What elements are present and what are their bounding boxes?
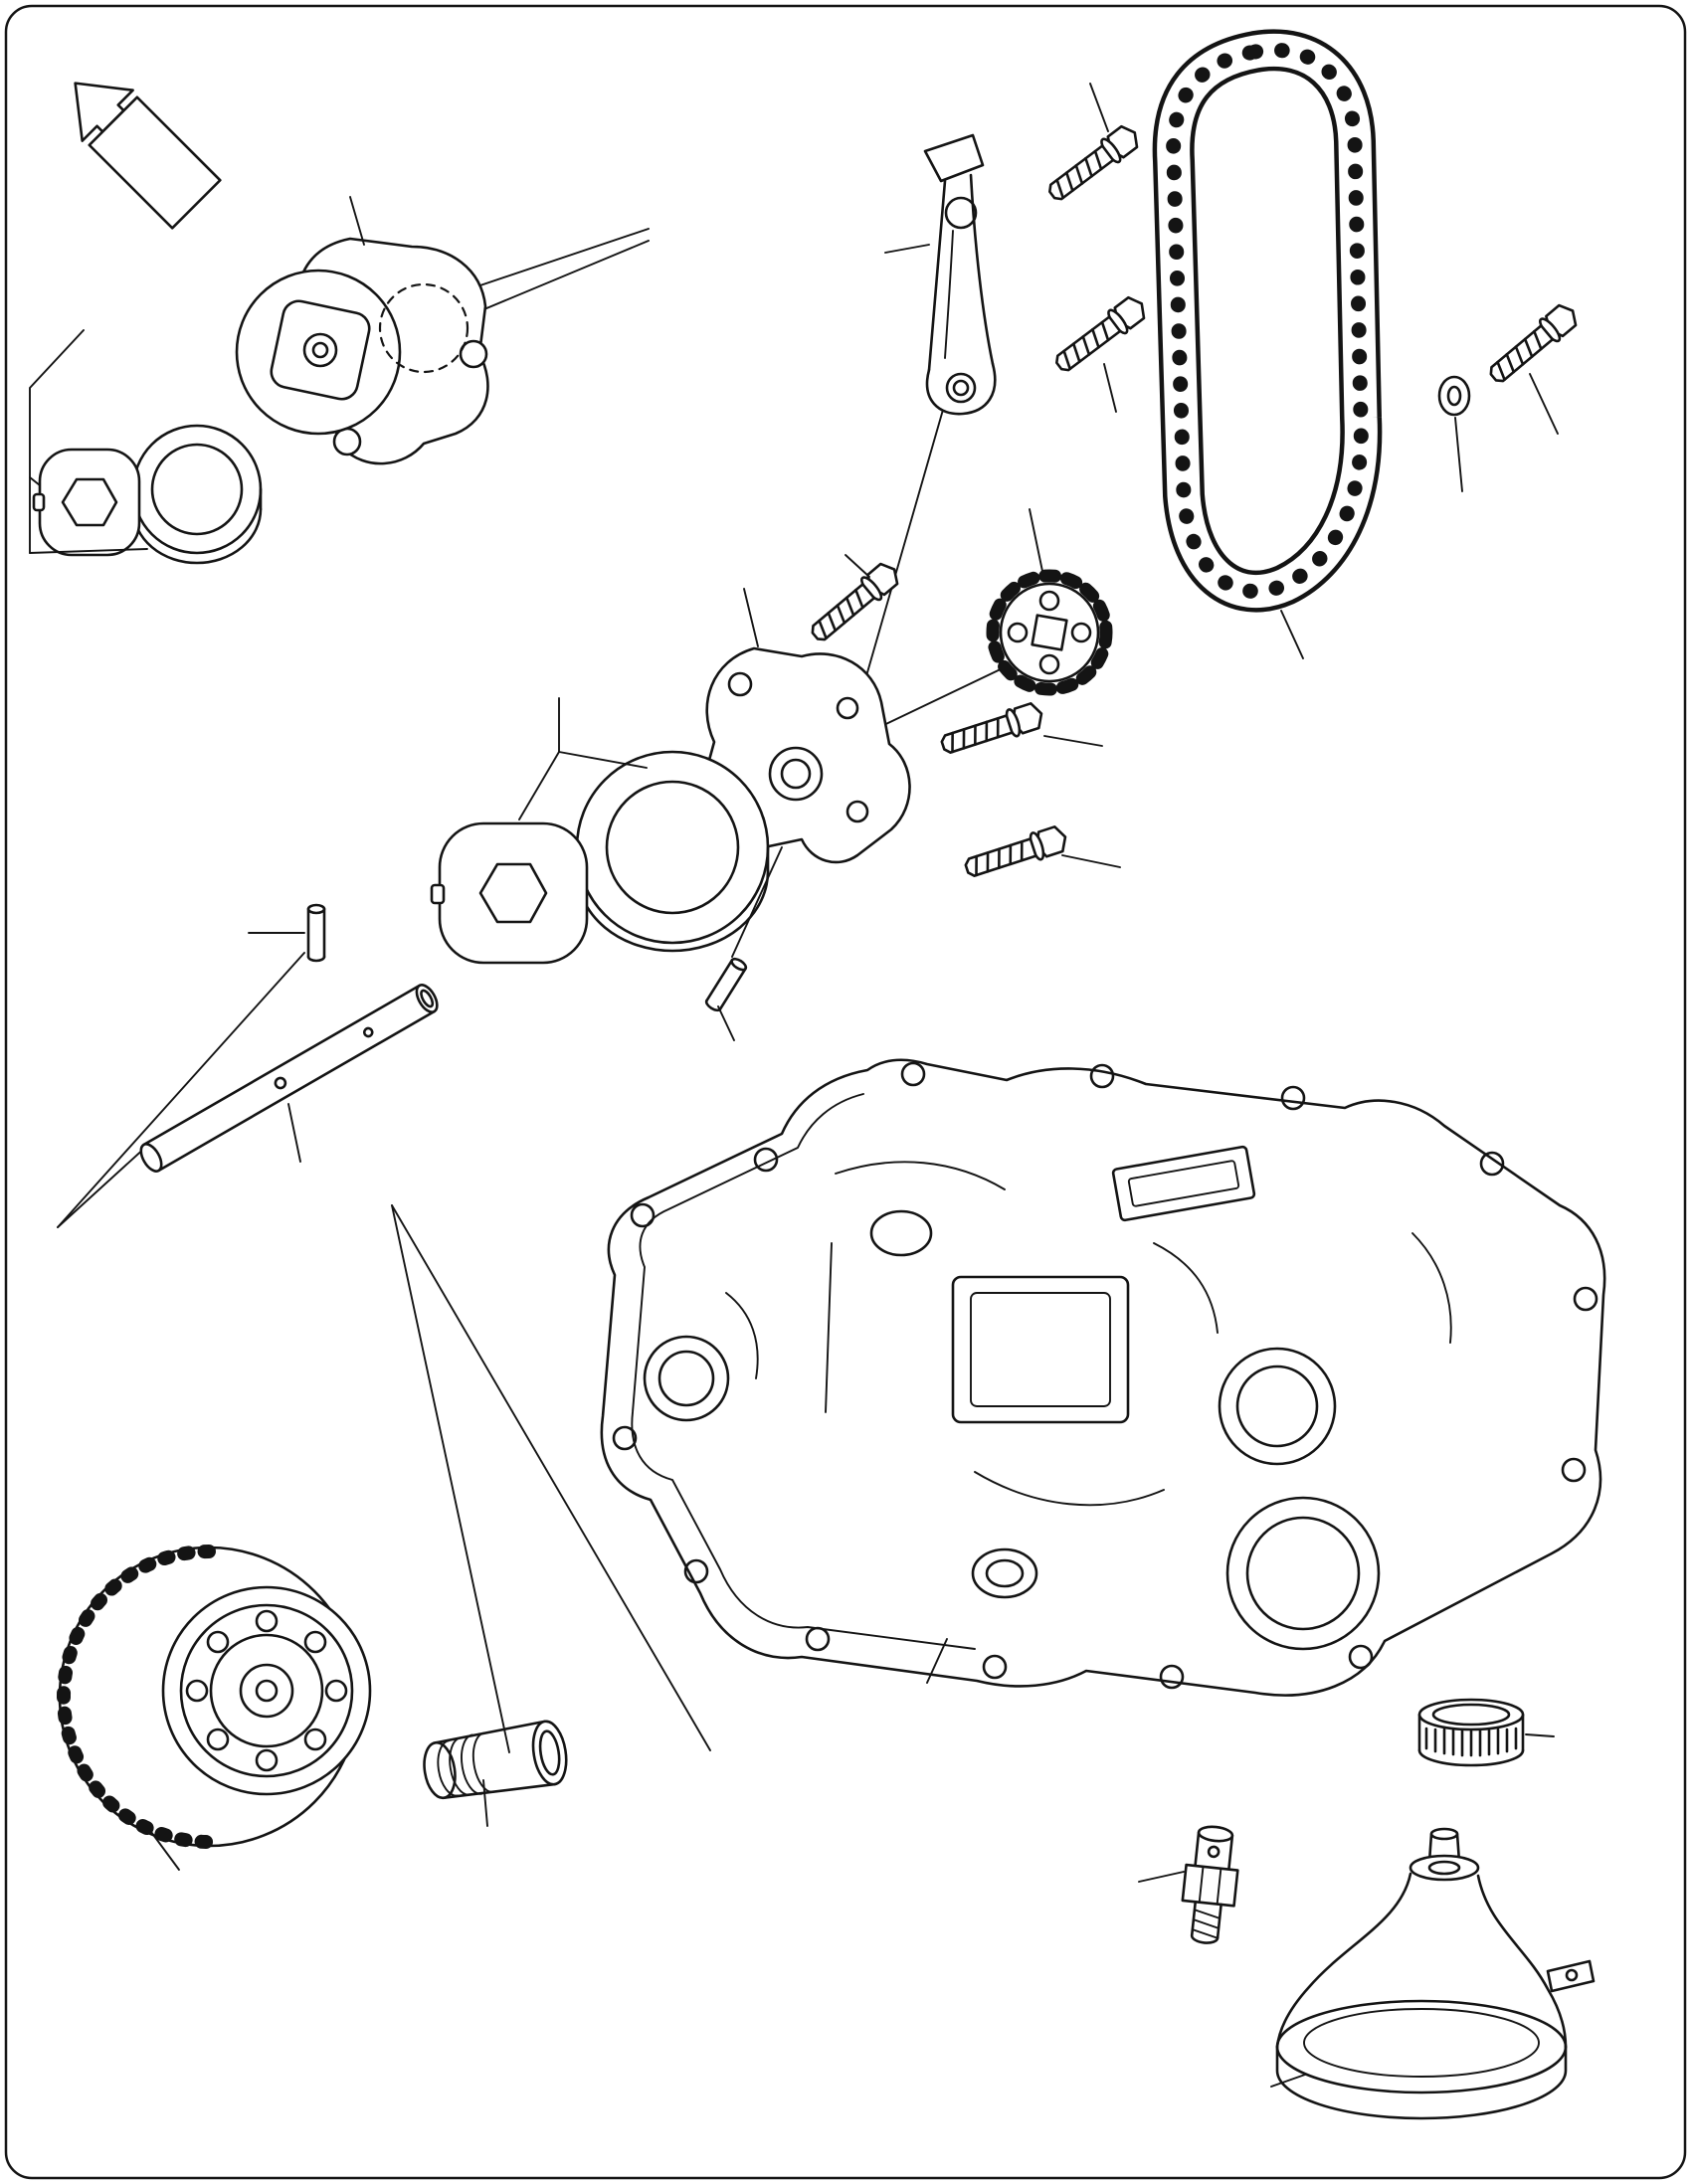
pointer-wedge-shaft [57, 952, 305, 1228]
leader-16130 [1138, 1871, 1185, 1883]
leader-16142 [743, 588, 759, 647]
oil-filter-16097-drawing [57, 1545, 372, 1849]
bolt-92154-drawing [1048, 290, 1152, 379]
leader-92154a-2 [1043, 735, 1103, 747]
leader-92057 [1280, 610, 1304, 659]
drawing-root [29, 29, 1606, 2120]
pin-92042-2-drawing [704, 957, 748, 1012]
bolt-92154c-drawing [1041, 119, 1145, 208]
pin-92042-1-drawing [306, 903, 326, 963]
rotor-set-16154-drawing [32, 424, 263, 565]
bracket-16154a [518, 697, 648, 820]
assembly-line-guide-to-body [858, 409, 944, 701]
bolt-92154a-1-drawing [805, 557, 905, 648]
assembly-line-body-to-pin [731, 846, 783, 958]
leader-16097 [150, 1831, 180, 1871]
bolt-92154a-2-drawing [937, 698, 1047, 761]
leader-13107 [287, 1103, 301, 1163]
chain-guide-12053-drawing [923, 133, 997, 416]
leader-16160 [349, 196, 365, 246]
leader-32155 [482, 1779, 488, 1827]
leader-ref-crankcase [926, 1638, 948, 1684]
pointer-wedge-crankcase [391, 1204, 711, 1753]
bolt-92154a-3-drawing [961, 821, 1071, 884]
relief-valve-16130-drawing [1181, 1825, 1239, 1944]
bolt-92154b-drawing [1483, 298, 1584, 390]
leader-92154c [1089, 83, 1109, 132]
leader-92042-2 [717, 1005, 735, 1041]
oil-strainer-49065-drawing [1275, 1827, 1596, 2120]
bracket-16154 [29, 329, 148, 554]
leader-92154a-1 [845, 554, 870, 578]
leader-92055 [1525, 1733, 1555, 1737]
leader-92154 [1103, 363, 1117, 413]
timing-chain-92057-drawing [1152, 29, 1383, 613]
rotor-set-16154a-drawing [430, 750, 770, 965]
pointer-wedge-pump [465, 228, 650, 317]
shaft-13107-drawing [139, 984, 439, 1173]
leader-92154b [1529, 373, 1559, 435]
oil-pump-assembly-16160-drawing [235, 237, 489, 465]
leader-12053 [884, 244, 930, 254]
plug-92055-drawing [1417, 1698, 1525, 1767]
crankcase-drawing [600, 1058, 1606, 1697]
fitting-32155-drawing [423, 1720, 568, 1800]
leader-92154a-3 [1061, 854, 1121, 868]
front-arrow [74, 82, 222, 230]
washer-92022-drawing [1437, 375, 1471, 417]
page-border [4, 4, 1687, 2180]
leader-92022 [1454, 417, 1463, 492]
leader-49065 [1270, 2074, 1306, 2088]
sprocket-12046-drawing [986, 569, 1113, 696]
leader-12046 [1029, 508, 1045, 582]
front-banner [88, 95, 222, 230]
